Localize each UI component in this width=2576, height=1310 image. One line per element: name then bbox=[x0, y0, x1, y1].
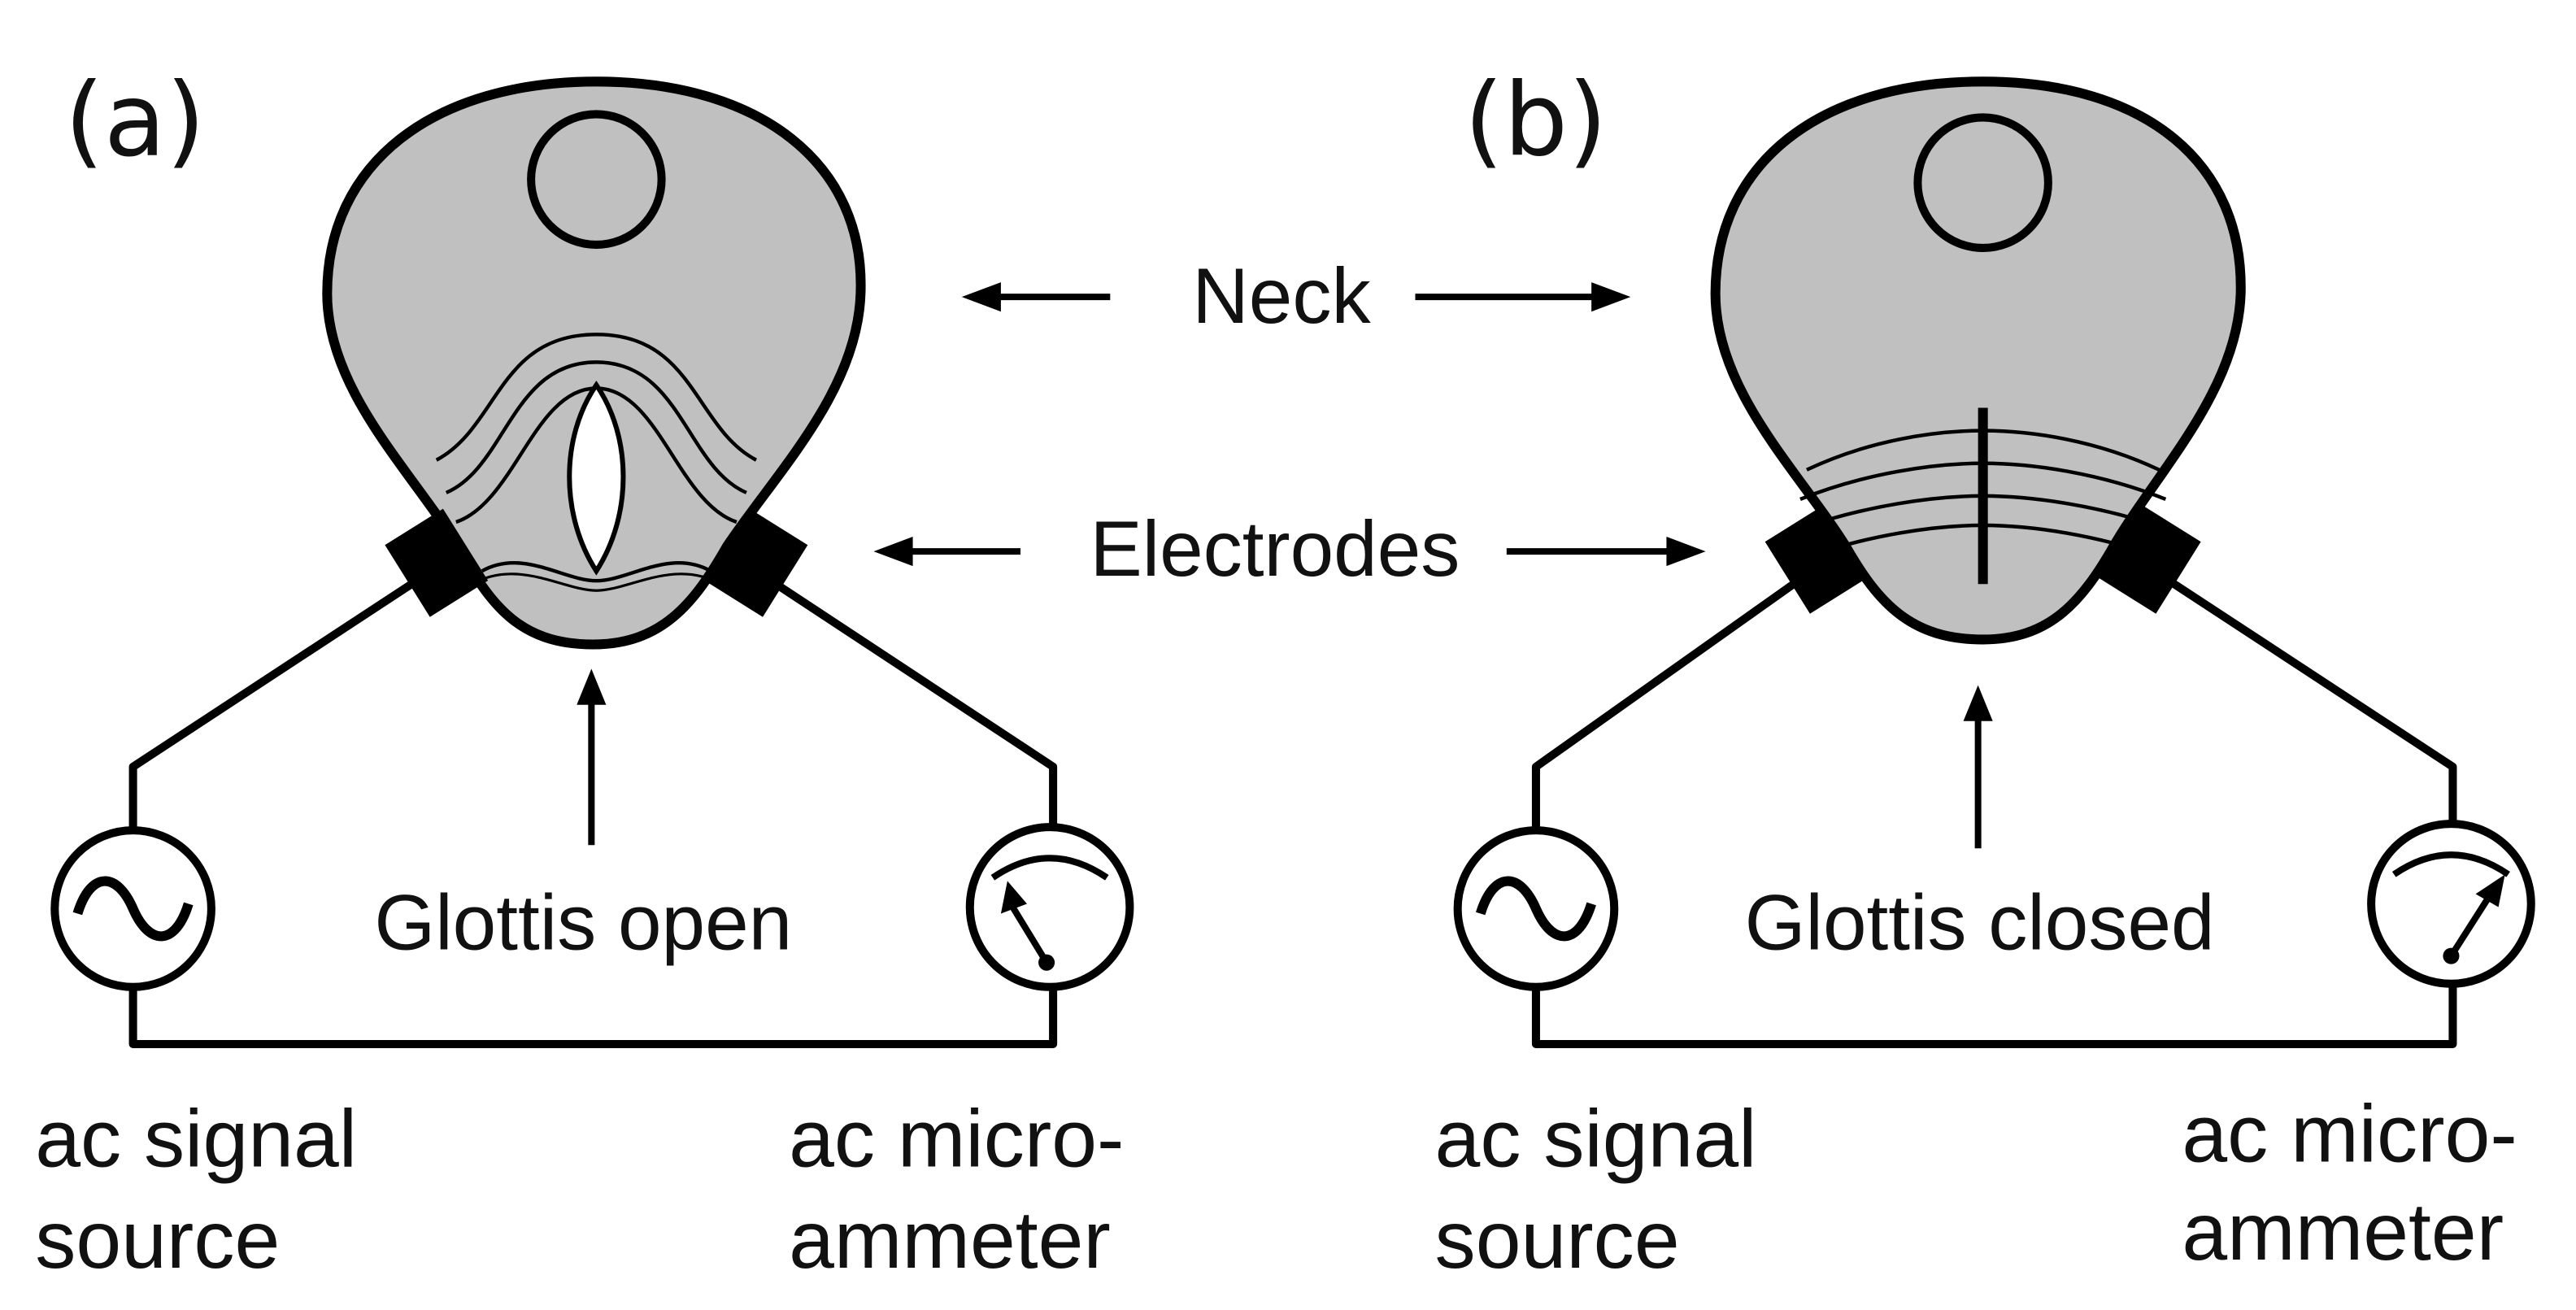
electrodes-label: Electrodes bbox=[1090, 506, 1460, 593]
glottis-label-a: Glottis open bbox=[374, 880, 792, 967]
wire-right-a bbox=[749, 564, 1058, 825]
neck-cross-section-b bbox=[1710, 76, 2246, 645]
neck-arrow-right bbox=[1591, 282, 1631, 312]
spine-a bbox=[527, 110, 666, 249]
sine-wave-icon bbox=[1475, 876, 1596, 942]
meter-label-a-line2: ammeter bbox=[789, 1195, 1111, 1286]
meter-label-a-line1: ac micro- bbox=[789, 1093, 1124, 1184]
electrode-left-a bbox=[385, 508, 489, 617]
wire-right-b bbox=[2147, 564, 2457, 825]
electrode-right-a bbox=[704, 508, 808, 617]
spine-b bbox=[1913, 113, 2052, 252]
electrode-right-b bbox=[2097, 505, 2201, 614]
ammeter-dial-icon bbox=[2391, 851, 2510, 964]
neck-label: Neck bbox=[1192, 253, 1371, 340]
sine-wave-icon bbox=[72, 876, 194, 942]
panel-a: (a) G bbox=[35, 63, 1134, 1286]
panel-b: (b) Glottis bbox=[1435, 63, 2535, 1286]
electrode-left-b bbox=[1764, 505, 1869, 614]
neck-arrow-left bbox=[961, 282, 1001, 312]
panel-b-label: (b) bbox=[1464, 63, 1608, 180]
wire-left-b bbox=[1531, 564, 2457, 1049]
ammeter-dial-icon bbox=[990, 855, 1109, 971]
center-annotations: Neck Electrodes bbox=[873, 253, 1706, 593]
source-label-a-line2: source bbox=[35, 1195, 280, 1286]
source-label-a-line1: ac signal bbox=[35, 1093, 357, 1184]
electrodes-arrow-left bbox=[873, 537, 913, 567]
meter-label-b-line2: ammeter bbox=[2182, 1186, 2504, 1277]
panel-a-label: (a) bbox=[64, 63, 205, 180]
glottis-opening bbox=[567, 381, 626, 576]
wire-left-a bbox=[128, 564, 1058, 1049]
meter-label-b-line1: ac micro- bbox=[2182, 1088, 2517, 1179]
source-label-b-line1: ac signal bbox=[1435, 1093, 1757, 1184]
source-label-b-line2: source bbox=[1435, 1195, 1680, 1286]
glottis-label-b: Glottis closed bbox=[1745, 880, 2215, 967]
electrodes-arrow-right bbox=[1666, 537, 1706, 567]
